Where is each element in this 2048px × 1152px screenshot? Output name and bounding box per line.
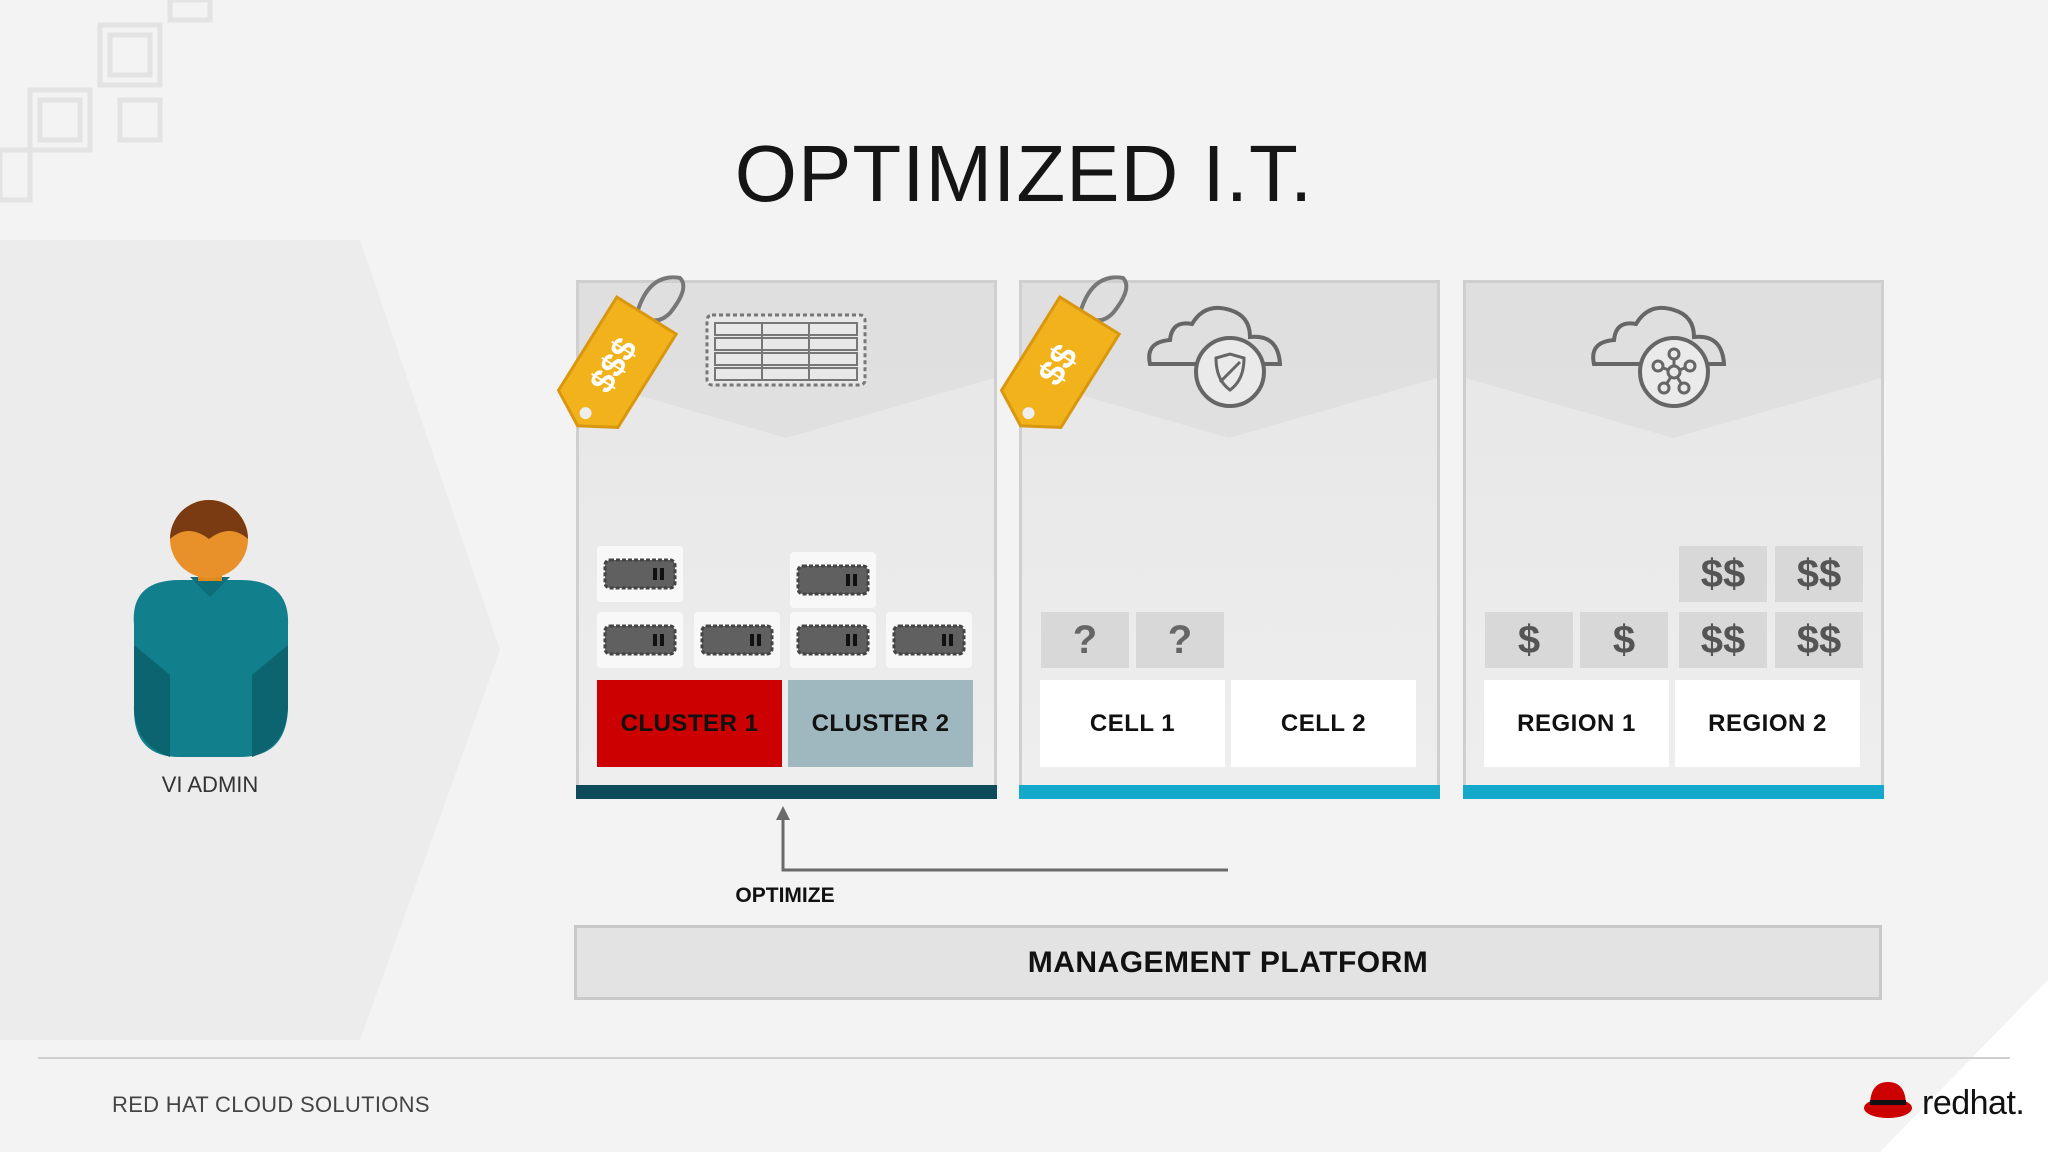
server-rack-icon (705, 313, 867, 387)
cell-1-label: CELL 1 (1040, 680, 1225, 767)
cost-chip: $$ (1679, 546, 1767, 602)
panel-bottom-bar (576, 785, 997, 799)
optimize-label: OPTIMIZE (735, 884, 835, 907)
server-icon (886, 612, 972, 668)
region-2-label: REGION 2 (1675, 680, 1860, 767)
cost-chip: $ (1580, 612, 1668, 668)
unknown-server-chip: ? (1136, 612, 1224, 668)
redhat-logo-icon (1864, 1082, 1912, 1118)
region-1-label: REGION 1 (1484, 680, 1669, 767)
optimize-arrow (776, 806, 1228, 872)
cloud-security-icon (1147, 305, 1283, 408)
cost-chip: $$ (1679, 612, 1767, 668)
cost-chip: $$ (1775, 546, 1863, 602)
price-tag-icon: $$ (999, 275, 1129, 429)
price-tag-icon: $$$ (556, 275, 686, 429)
server-icon (597, 546, 683, 602)
vi-admin-icon (133, 500, 289, 757)
server-icon (790, 612, 876, 668)
redhat-logo-text: redhat. (1922, 1084, 2025, 1122)
cluster-2-label: CLUSTER 2 (788, 680, 973, 767)
panel-bottom-bar (1463, 785, 1884, 799)
management-platform-bar: MANAGEMENT PLATFORM (574, 925, 1882, 1000)
cost-chip: $ (1485, 612, 1573, 668)
unknown-server-chip: ? (1041, 612, 1129, 668)
cost-chip: $$ (1775, 612, 1863, 668)
page-title: OPTIMIZED I.T. (734, 129, 1314, 218)
panel-bottom-bar (1019, 785, 1440, 799)
server-icon (790, 552, 876, 608)
server-icon (694, 612, 780, 668)
vi-admin-label: VI ADMIN (161, 772, 259, 797)
cluster-1-label: CLUSTER 1 (597, 680, 782, 767)
server-icon (597, 612, 683, 668)
footer-divider (38, 1057, 2010, 1059)
cloud-network-icon (1591, 305, 1727, 408)
footer-text: RED HAT CLOUD SOLUTIONS (112, 1092, 430, 1117)
cell-2-label: CELL 2 (1231, 680, 1416, 767)
